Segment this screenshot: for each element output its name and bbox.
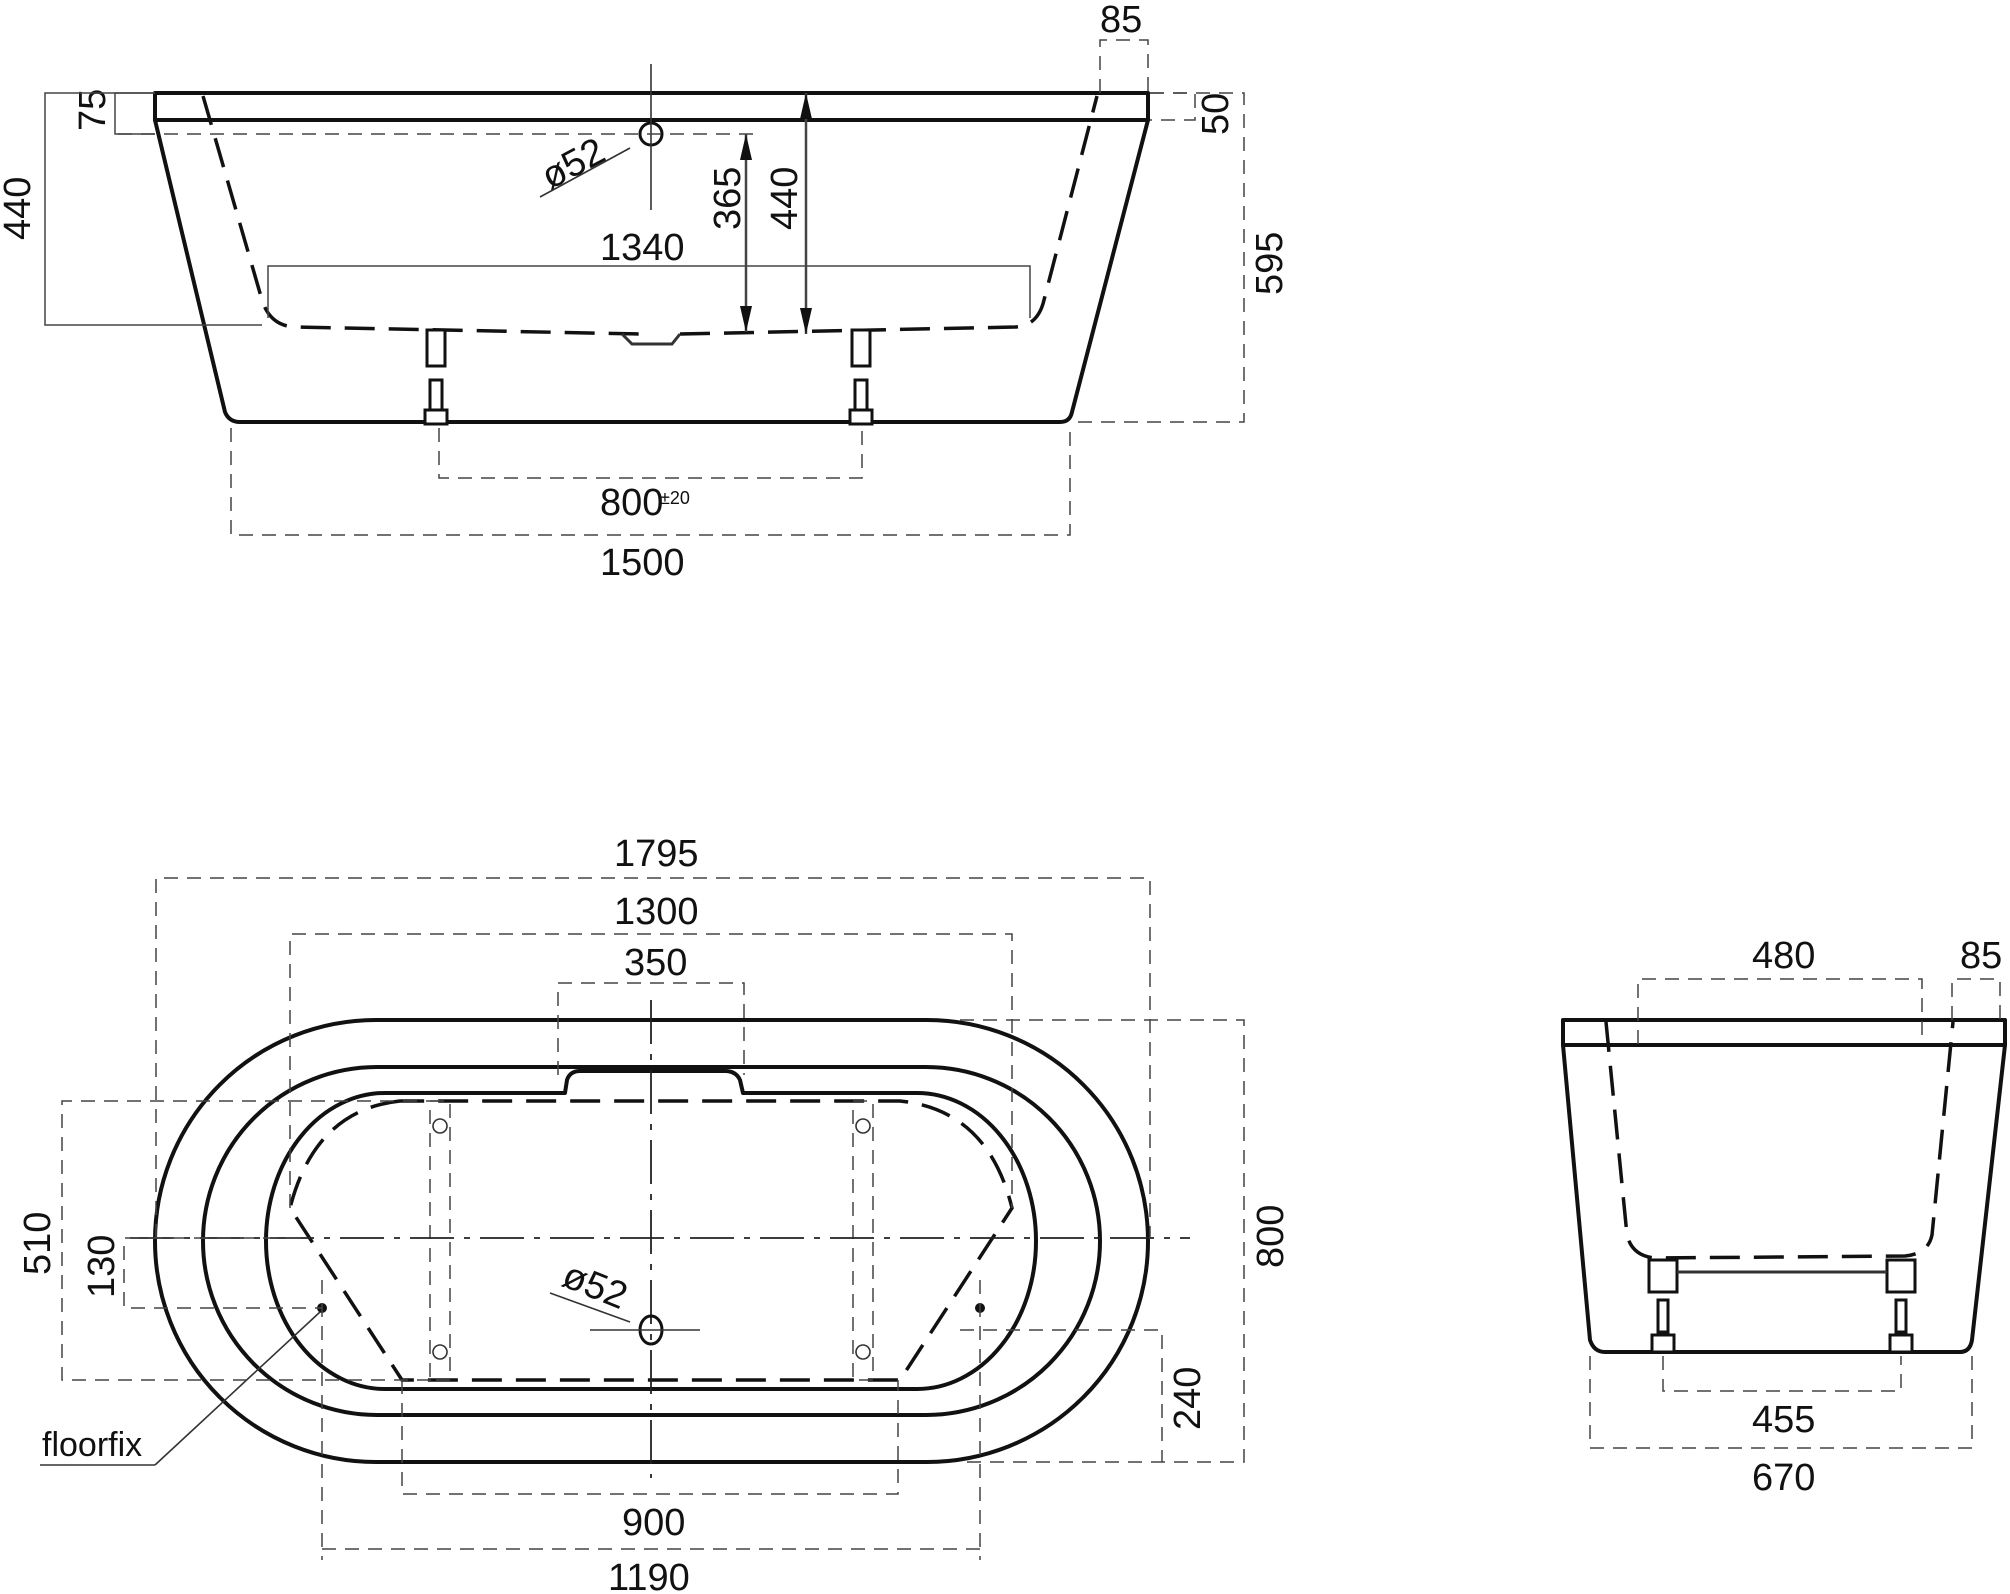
- side-interior-left: [201, 95, 641, 336]
- dim-800-tolerance: ±20: [660, 488, 690, 508]
- dim-440-interior-label: 440: [764, 167, 806, 230]
- dim-440-left-label: 440: [0, 177, 39, 240]
- dim-900-label: 900: [622, 1502, 685, 1544]
- dim-75-bracket: [114, 92, 155, 135]
- side-overflow-diameter-label: ø52: [535, 130, 613, 198]
- dim-85-side-label: 85: [1100, 0, 1142, 41]
- plan-frame-left: [429, 1100, 451, 1381]
- dim-800-bracket: [438, 428, 863, 479]
- end-rim: [1561, 1018, 2007, 1047]
- dim-50-bracket: [1150, 92, 1196, 121]
- side-interior-right: [679, 95, 1099, 336]
- dim-800-plan-bracket: [960, 1019, 1245, 1463]
- plan-basin-bottom: [288, 1099, 1014, 1382]
- dim-455-label: 455: [1752, 1399, 1815, 1441]
- dim-130-bracket: [123, 1237, 322, 1309]
- arrow-icon: [800, 93, 812, 119]
- side-foot-right: [848, 328, 874, 426]
- plan-drain-diameter-label: ø52: [557, 1254, 633, 1317]
- arrow-icon: [800, 308, 812, 334]
- side-drain: [620, 332, 682, 346]
- end-foot-left: [1647, 1258, 1679, 1354]
- dim-1795-bracket: [155, 877, 1151, 1238]
- dim-365-label: 365: [707, 167, 749, 230]
- dim-350-label: 350: [624, 942, 687, 984]
- dim-85-end-label: 85: [1960, 935, 2002, 977]
- side-outer-shell: [153, 118, 1150, 424]
- dim-350-bracket: [557, 982, 745, 1075]
- plan-view: ø52 floorfix 1795 1300 350 800 240 510 1…: [17, 833, 1292, 1594]
- plan-basin-edge: [264, 1069, 1038, 1391]
- dim-130-label: 130: [81, 1235, 123, 1298]
- dim-670-bracket: [1589, 1356, 1973, 1449]
- plan-foot-icon: [855, 1118, 871, 1134]
- arrow-icon: [740, 134, 752, 160]
- dim-440-left-bracket: [44, 92, 262, 326]
- dim-1300-bracket: [289, 933, 1013, 1208]
- dim-455-bracket: [1662, 1356, 1902, 1392]
- side-overflow-leader: [539, 147, 631, 198]
- side-view: 75 440 ø52 1340 365 440 85 50 595 800 ±2…: [0, 0, 1291, 584]
- dim-240-bracket: [960, 1329, 1163, 1462]
- dim-1500-label: 1500: [600, 542, 685, 584]
- dim-50-label: 50: [1195, 93, 1237, 135]
- plan-frame-right: [852, 1100, 874, 1381]
- floorfix-leader: [154, 1311, 321, 1466]
- plan-drain-leader: [549, 1292, 631, 1323]
- dim-1795-label: 1795: [614, 833, 699, 875]
- plan-inner-rim: [201, 1065, 1102, 1417]
- dim-1340-label: 1340: [600, 227, 685, 269]
- dim-510-bracket: [61, 1100, 440, 1381]
- dim-595-label: 595: [1249, 232, 1291, 295]
- dim-800-label: 800: [600, 482, 663, 524]
- dim-1340-bracket: [267, 265, 1031, 318]
- dim-85-end-bracket: [1951, 978, 2001, 1020]
- dim-480-label: 480: [1752, 935, 1815, 977]
- end-interior: [1604, 1021, 1955, 1260]
- dim-480-bracket: [1637, 978, 1923, 1044]
- end-outer-shell: [1561, 1043, 2007, 1354]
- dim-800-plan-label: 800: [1250, 1205, 1292, 1268]
- dim-1300-label: 1300: [614, 891, 699, 933]
- side-foot-left: [423, 328, 449, 426]
- end-foot-right: [1885, 1258, 1917, 1354]
- dim-900-bracket: [401, 1380, 899, 1495]
- floorfix-label: floorfix: [42, 1426, 142, 1464]
- plan-foot-icon: [855, 1344, 871, 1360]
- end-view: 480 85 455 670: [1561, 935, 2007, 1499]
- dim-510-label: 510: [17, 1212, 59, 1275]
- arrow-icon: [740, 306, 752, 332]
- dim-1190-label: 1190: [608, 1557, 690, 1594]
- dim-85-side-bracket: [1099, 39, 1149, 93]
- dim-670-label: 670: [1752, 1457, 1815, 1499]
- dim-595-bracket: [1072, 92, 1245, 423]
- plan-foot-icon: [432, 1118, 448, 1134]
- dim-240-label: 240: [1167, 1367, 1209, 1430]
- dim-1500-bracket: [230, 428, 1071, 536]
- dim-75-label: 75: [72, 89, 114, 131]
- plan-foot-icon: [432, 1344, 448, 1360]
